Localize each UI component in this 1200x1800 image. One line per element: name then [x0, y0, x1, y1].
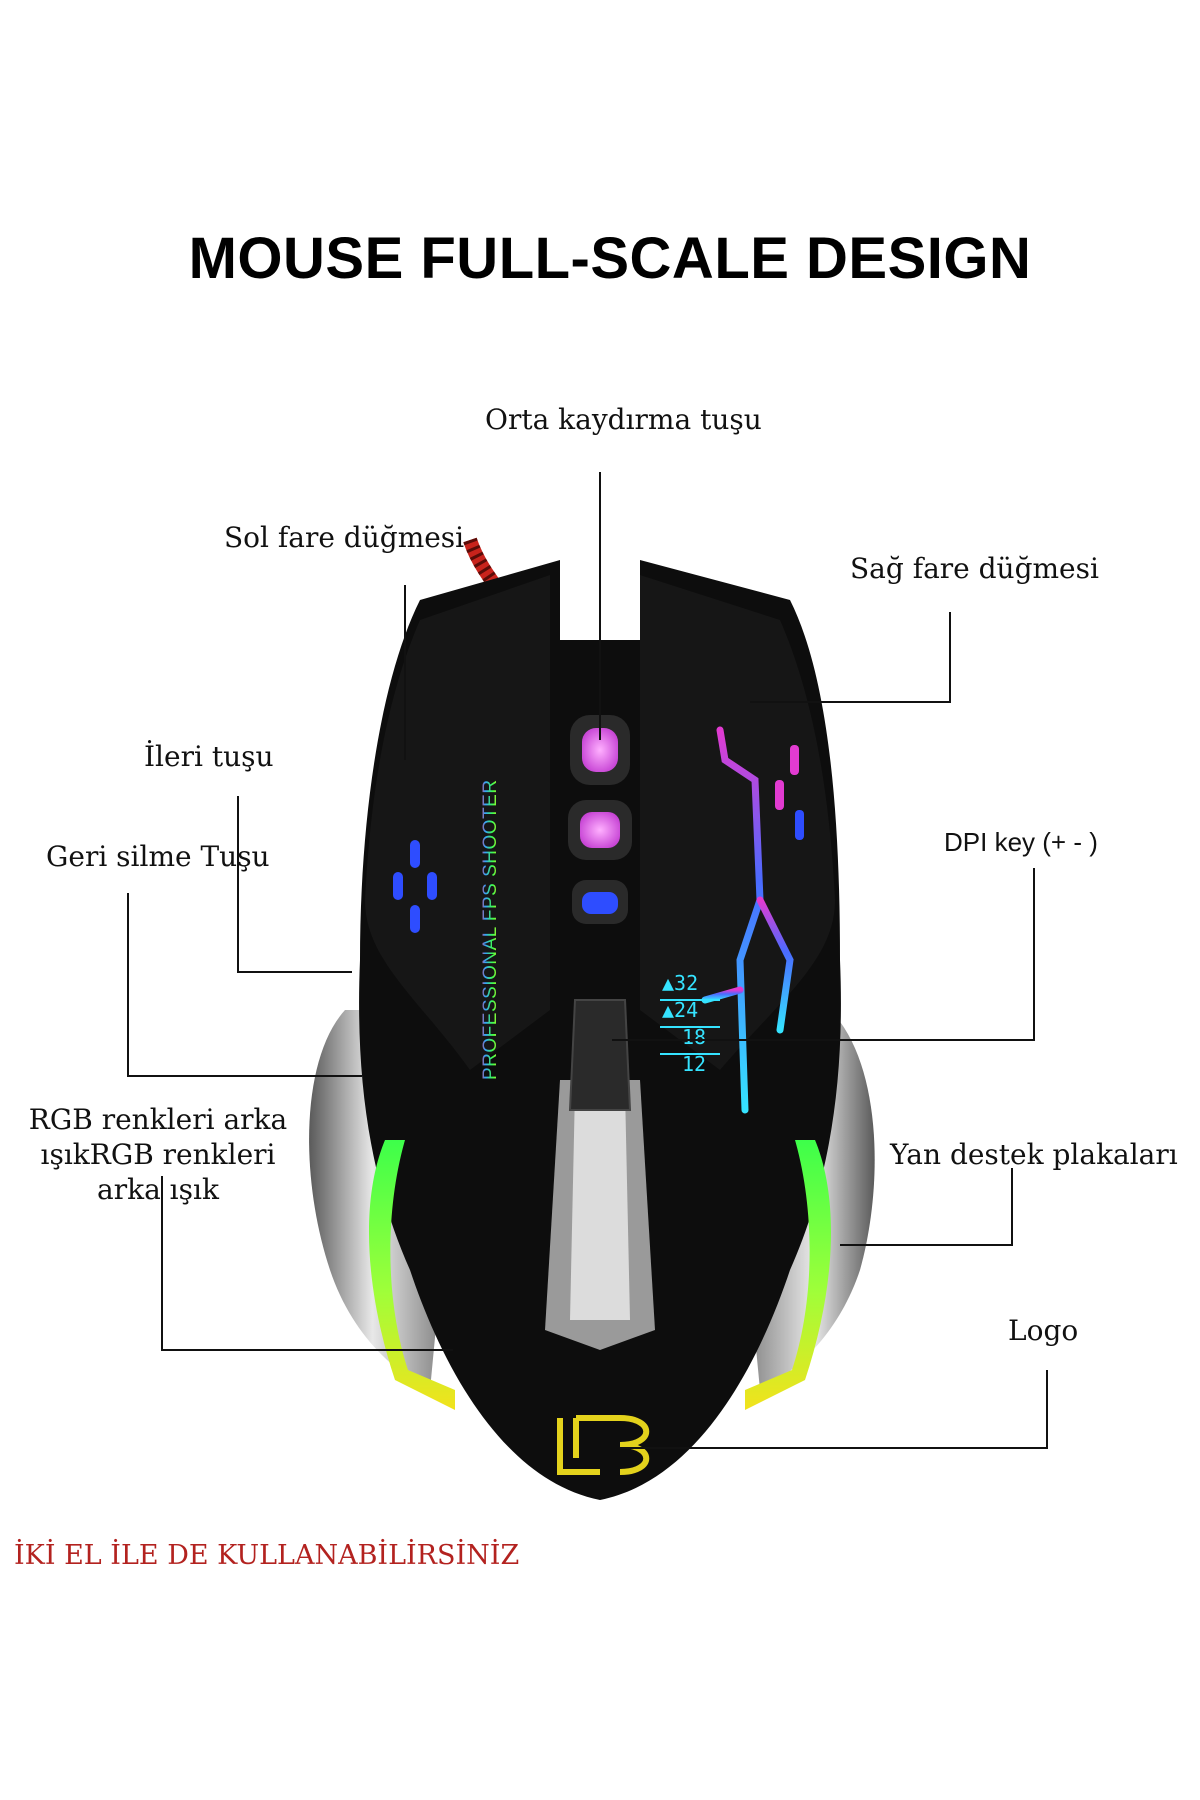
label-left-button: Sol fare düğmesi [224, 521, 465, 554]
dpi-indicator: ▲32 ▲24 18 12 [660, 971, 720, 1076]
left-rgb-glow [368, 1140, 455, 1410]
label-middle-scroll: Orta kaydırma tuşu [485, 403, 762, 436]
left-led-dots [393, 840, 437, 933]
mouse-logo [557, 1415, 650, 1475]
leader-back [127, 893, 362, 1077]
label-side-plates: Yan destek plakaları [890, 1138, 1178, 1171]
dpi-level-1: ▲32 [662, 971, 698, 995]
leader-forward [237, 796, 352, 973]
label-forward: İleri tuşu [144, 740, 274, 773]
page-title: MOUSE FULL-SCALE DESIGN [188, 226, 1032, 291]
leader-rgb [161, 1176, 453, 1351]
leader-dpi [612, 868, 1035, 1041]
dpi-level-2: ▲24 [662, 998, 698, 1022]
label-logo: Logo [1008, 1314, 1079, 1347]
left-mouse-button [365, 575, 550, 1070]
leader-side-plates [840, 1168, 1013, 1246]
label-dpi-key: DPI key (+ - ) [944, 827, 1098, 857]
usage-note: İKİ EL İLE DE KULLANABİLİRSİNİZ [14, 1540, 520, 1571]
leader-right-button [750, 612, 951, 703]
right-rgb-glow [745, 1140, 832, 1410]
right-rgb-pattern [701, 726, 794, 1114]
dpi-level-4: 12 [682, 1052, 706, 1076]
leader-lines [127, 472, 1048, 1449]
label-rgb-back-light: RGB renkleri arka ışıkRGB renkleri arka … [28, 1103, 288, 1206]
right-led-dashes [775, 745, 804, 840]
dpi-button [568, 999, 632, 1111]
dpi-level-3: 18 [682, 1025, 706, 1049]
mouse-side-text: PROFESSIONAL FPS SHOOTER [480, 779, 501, 1080]
leader-logo [620, 1370, 1048, 1449]
label-back: Geri silme Tuşu [46, 840, 270, 873]
label-right-button: Sağ fare düğmesi [850, 552, 1099, 585]
